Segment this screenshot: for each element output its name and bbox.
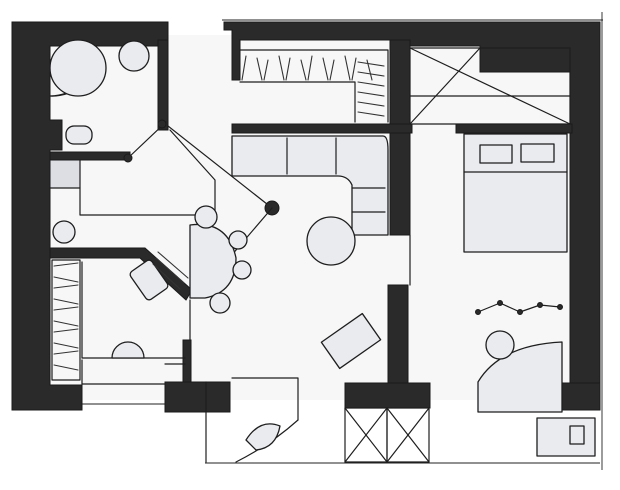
hanger-mark [53, 350, 79, 355]
hall-round-table [52, 220, 76, 244]
hanger-mark [329, 59, 335, 81]
coffee-table [306, 216, 356, 266]
closet-partition [231, 123, 413, 134]
hanger-mark [322, 57, 329, 81]
hanger-mark [53, 262, 79, 267]
chair [228, 230, 248, 250]
pillow [479, 144, 513, 164]
hangers [241, 55, 385, 117]
walk-in-closet [239, 49, 389, 123]
dining-set [189, 205, 252, 314]
floor-areas [50, 35, 570, 400]
hanger-mark [357, 81, 385, 87]
hanger-mark [357, 61, 385, 67]
small-post [182, 339, 192, 383]
bedroom-partition [455, 123, 573, 134]
shower-round [49, 39, 107, 97]
chair [194, 205, 218, 229]
bedside-box [536, 417, 596, 457]
bottom-center-wall [344, 382, 431, 409]
desk-chair [129, 259, 169, 301]
hanger-mark [53, 276, 79, 283]
central-wall-lower [387, 284, 409, 386]
hanger-mark [300, 59, 307, 81]
washbasin [118, 40, 150, 72]
hanger-mark [357, 91, 385, 97]
bedside-box-inner [569, 425, 585, 445]
hanger-mark [344, 55, 351, 81]
bedroom-stool [485, 330, 515, 360]
hanger-mark [53, 364, 79, 371]
hanger-mark [53, 306, 79, 311]
sofa [231, 135, 389, 266]
hanger-mark [278, 55, 285, 81]
hanger-mark [241, 55, 247, 81]
entrance-stool [245, 423, 281, 451]
hanger-mark [53, 328, 79, 333]
hanger-mark [53, 342, 79, 349]
bottom-left-wall [164, 381, 231, 413]
lower-left-area [81, 359, 186, 385]
hanger-mark [307, 55, 313, 81]
hanger-mark [357, 71, 385, 77]
toilet [65, 125, 93, 145]
chair [209, 292, 231, 314]
ottoman [320, 312, 382, 370]
hanger-mark [53, 284, 79, 289]
chair [232, 260, 252, 280]
bath-partition [49, 151, 131, 161]
hall-partition [189, 234, 411, 341]
wardrobe-left [51, 259, 81, 381]
hanger-mark [263, 59, 269, 81]
study [81, 251, 189, 359]
bedroom-wardrobe [409, 47, 571, 125]
hanger-mark [53, 320, 79, 327]
bathroom [49, 39, 167, 163]
central-wall [389, 39, 411, 236]
hanger-mark [357, 101, 385, 107]
hanger-mark [256, 57, 263, 81]
desk-hatching [152, 251, 189, 290]
hanger-mark [357, 111, 385, 117]
hanger-mark [285, 57, 291, 81]
entrance [205, 377, 299, 463]
bathroom-wall [157, 39, 169, 131]
left-lower-partition [49, 247, 193, 301]
shoe-cabinets [344, 407, 430, 463]
bedroom-desk [477, 341, 563, 413]
hanger-mark [53, 298, 79, 305]
hanger-mark [351, 57, 357, 81]
round-stool [111, 341, 145, 359]
bedroom [463, 133, 596, 457]
pillow [520, 143, 555, 163]
